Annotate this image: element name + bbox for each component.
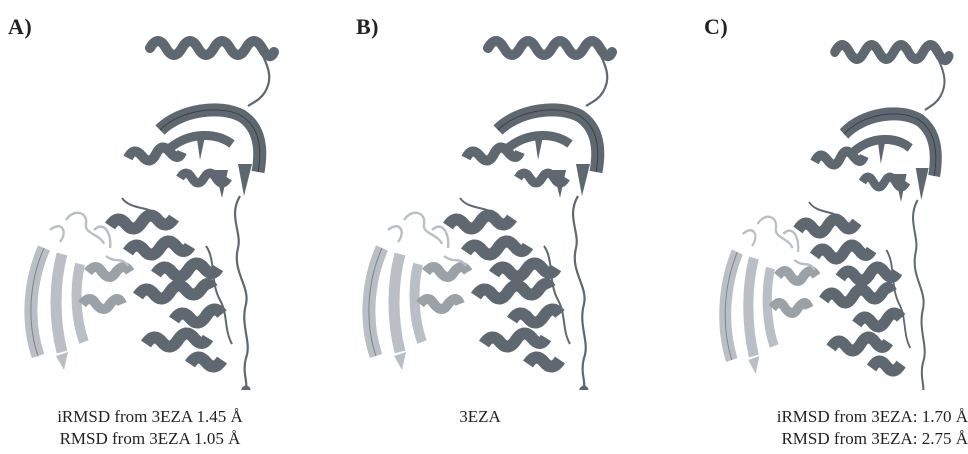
- panel-caption: 3EZA: [330, 406, 630, 428]
- irmsd-text: iRMSD from 3EZA 1.45 Å: [0, 406, 300, 428]
- rmsd-text: RMSD from 3EZA: 2.75 Å: [680, 428, 968, 450]
- panel-b: B) 3EZA: [330, 0, 640, 454]
- protein-structure-image: [10, 20, 310, 390]
- panel-caption: iRMSD from 3EZA 1.45 Å RMSD from 3EZA 1.…: [0, 406, 300, 450]
- irmsd-text: iRMSD from 3EZA: 1.70 Å: [680, 406, 968, 428]
- structure-id-text: 3EZA: [330, 406, 630, 428]
- protein-structure-image: [340, 20, 640, 390]
- panel-c: C) iRMSD from 3EZA: 1.70 Å RMSD from 3EZ…: [680, 0, 968, 454]
- panel-caption: iRMSD from 3EZA: 1.70 Å RMSD from 3EZA: …: [680, 406, 968, 450]
- panel-a: A) iRMSD from 3EZA 1.45 Å RMSD from 3EZA…: [0, 0, 320, 454]
- protein-structure-image: [690, 20, 968, 390]
- rmsd-text: RMSD from 3EZA 1.05 Å: [0, 428, 300, 450]
